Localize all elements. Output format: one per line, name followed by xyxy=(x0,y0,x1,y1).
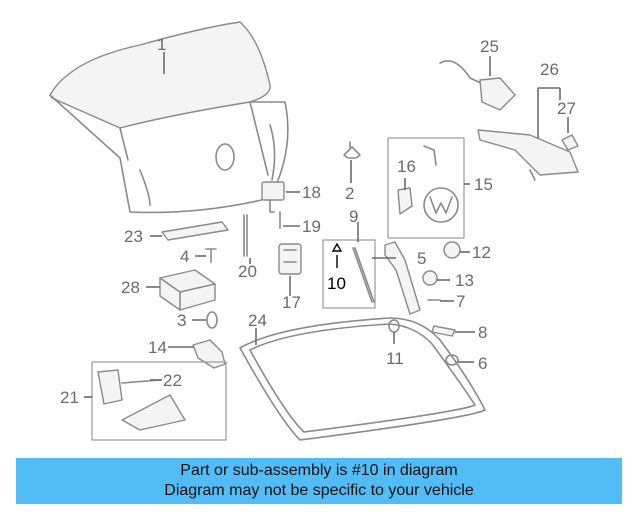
callout-1: 1 xyxy=(157,35,166,54)
strut-box-drawing xyxy=(322,239,376,309)
caption-line-2: Diagram may not be specific to your vehi… xyxy=(164,482,474,499)
bolt-drawing xyxy=(205,248,217,263)
callout-26: 26 xyxy=(540,60,559,79)
callout-19: 19 xyxy=(302,217,321,236)
control-module-drawing xyxy=(159,269,216,311)
callout-labels: 1 2 3 4 5 6 7 8 9 10 11 12 13 14 15 16 1… xyxy=(60,35,576,407)
callout-5: 5 xyxy=(417,249,426,268)
callout-27: 27 xyxy=(557,99,576,118)
clip-11-drawing xyxy=(388,319,400,333)
latch-drawing xyxy=(192,339,226,369)
info-banner: Part or sub-assembly is #10 in diagram D… xyxy=(16,458,622,504)
clip-drawing xyxy=(343,141,361,159)
hinge-drawing xyxy=(477,129,579,181)
callout-8: 8 xyxy=(478,323,487,342)
callout-28: 28 xyxy=(121,278,140,297)
trunk-lid-drawing xyxy=(49,21,289,214)
callout-21: 21 xyxy=(60,388,79,407)
bumper-drawings xyxy=(422,241,461,286)
grommet-drawing xyxy=(206,311,218,329)
lock-actuator-drawing xyxy=(278,243,302,275)
latch-switch-drawing xyxy=(243,181,285,257)
lock-box-drawing xyxy=(91,361,227,441)
callout-7: 7 xyxy=(456,292,465,311)
handle-strip-drawing xyxy=(161,221,229,241)
callout-16: 16 xyxy=(397,157,416,176)
callout-4: 4 xyxy=(180,247,189,266)
callout-13: 13 xyxy=(455,271,474,290)
callout-10: 10 xyxy=(327,274,346,293)
callout-11: 11 xyxy=(386,349,404,368)
callout-3: 3 xyxy=(177,311,186,330)
callout-20: 20 xyxy=(238,262,257,281)
callout-14: 14 xyxy=(148,338,167,357)
callout-15: 15 xyxy=(474,175,493,194)
callout-22: 22 xyxy=(163,371,182,390)
callout-25: 25 xyxy=(480,37,499,56)
callout-2: 2 xyxy=(345,184,354,203)
callout-18: 18 xyxy=(302,183,321,202)
cable-lock-drawing xyxy=(439,60,516,111)
callout-9: 9 xyxy=(349,207,358,226)
callout-6: 6 xyxy=(478,354,487,373)
callout-23: 23 xyxy=(124,227,143,246)
callout-17: 17 xyxy=(282,293,301,312)
callout-24: 24 xyxy=(248,311,267,330)
hinge-bracket-drawing xyxy=(384,241,421,315)
emblem-box-drawing xyxy=(387,137,465,239)
weatherstrip-drawing xyxy=(239,317,486,441)
part-10-drawing xyxy=(331,242,343,268)
small-parts-drawing xyxy=(427,299,459,366)
callout-12: 12 xyxy=(472,243,491,262)
caption-line-1: Part or sub-assembly is #10 in diagram xyxy=(180,462,458,479)
leader-lines xyxy=(84,52,569,398)
